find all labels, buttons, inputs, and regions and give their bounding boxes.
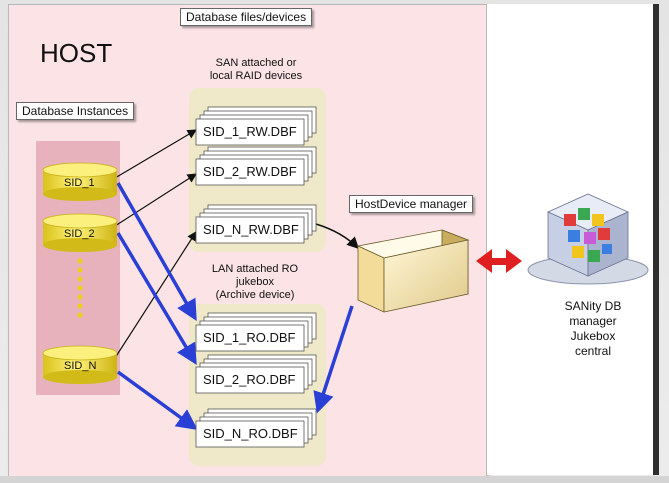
host-device-manager-label: HostDevice manager <box>349 195 474 213</box>
sanity-caption-line: SANity DB <box>564 299 622 313</box>
sanity-caption-line: Jukebox <box>570 329 616 343</box>
sidn-cylinder <box>42 345 118 384</box>
lan-caption-line: jukebox <box>236 276 274 288</box>
instance-ellipsis <box>77 258 83 318</box>
ro-file-label: SID_N_RO.DBF <box>203 426 298 441</box>
rw-file-stacks <box>195 106 317 244</box>
sanity-jukebox-icon <box>527 193 649 285</box>
sanity-caption-line: central <box>574 344 612 358</box>
file-stack <box>195 146 317 186</box>
rw-file-label: SID_1_RW.DBF <box>203 124 297 139</box>
san-caption: SAN attached or local RAID devices <box>190 57 322 83</box>
ro-links <box>116 182 354 431</box>
link-sidn-ro <box>116 370 198 431</box>
instance-label-sid1: SID_1 <box>64 177 95 189</box>
san-caption-line: SAN attached or <box>215 57 297 69</box>
link-sid1-ro <box>116 182 197 322</box>
link-sid1-rw <box>114 129 198 179</box>
lan-caption-line: (Archive device) <box>215 289 295 301</box>
sid2-cylinder <box>42 213 118 252</box>
link-sid2-ro <box>116 232 197 366</box>
rw-links <box>114 129 198 359</box>
sanity-caption: SANity DB manager Jukebox central <box>548 299 638 359</box>
link-sid2-rw <box>114 173 198 227</box>
red-double-arrow <box>476 249 522 273</box>
file-stack <box>195 312 317 352</box>
database-files-label: Database files/devices <box>180 8 313 26</box>
instance-label-sidn: SID_N <box>64 360 97 372</box>
sanity-caption-line: manager <box>569 314 617 328</box>
file-stack <box>195 106 317 146</box>
host-title: HOST <box>40 38 113 68</box>
san-caption-line: local RAID devices <box>209 70 303 82</box>
bottom-edge <box>0 476 669 483</box>
file-stack <box>195 408 317 448</box>
ro-file-label: SID_2_RO.DBF <box>203 372 296 387</box>
instance-label-sid2: SID_2 <box>64 228 95 240</box>
rw-file-label: SID_2_RW.DBF <box>203 164 297 179</box>
rw-file-label: SID_N_RW.DBF <box>203 222 299 237</box>
link-rw-manager <box>315 223 360 250</box>
lan-caption-line: LAN attached RO <box>211 263 299 275</box>
file-stack <box>195 204 317 244</box>
link-manager-ro <box>313 305 354 414</box>
ro-file-stacks <box>195 312 317 448</box>
lan-caption: LAN attached RO jukebox (Archive device) <box>196 263 314 302</box>
ro-file-label: SID_1_RO.DBF <box>203 330 296 345</box>
database-instances-label: Database Instances <box>16 102 135 120</box>
file-stack <box>195 354 317 394</box>
host-device-manager-box <box>356 229 470 313</box>
sid1-cylinder <box>42 162 118 201</box>
